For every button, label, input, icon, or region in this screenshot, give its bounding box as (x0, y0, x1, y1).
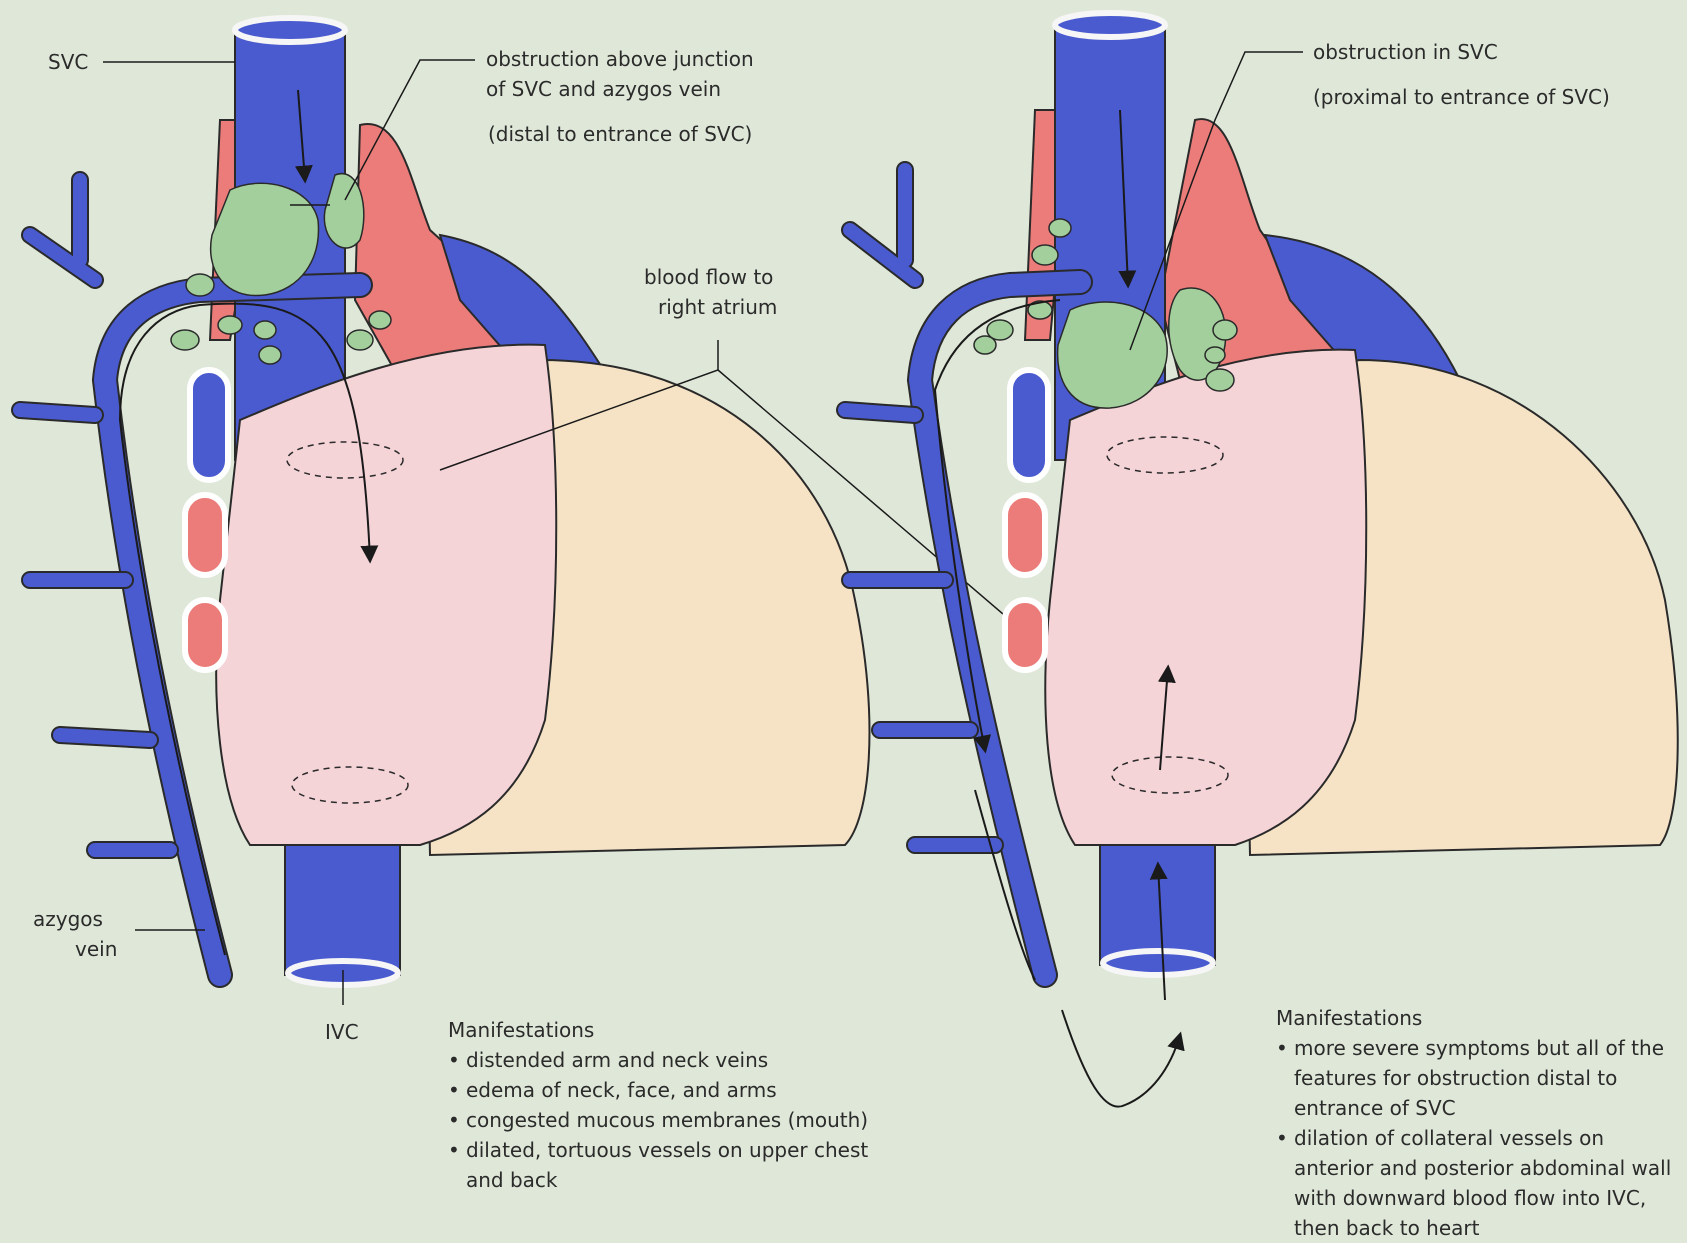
right-atrium-r (1045, 350, 1366, 845)
bronchi-rings (185, 370, 228, 670)
azygos-label-2: vein (75, 935, 117, 964)
manifestation-item: dilated, tortuous vessels on upper chest… (448, 1135, 886, 1195)
right-heart-diagram (845, 13, 1678, 1107)
manifestations-right-title: Manifestations (1276, 1003, 1674, 1033)
obstruction-note-left: (distal to entrance of SVC) (488, 120, 752, 149)
svc-label: SVC (48, 48, 88, 77)
manifestations-left-title: Manifestations (448, 1015, 886, 1045)
right-atrium (216, 345, 556, 845)
ivc-opening-r (1103, 951, 1213, 975)
obstruction-label-left-1: obstruction above junction (486, 45, 754, 74)
obstruction-label-left-2: of SVC and azygos vein (486, 75, 721, 104)
ivc-vessel-r (1100, 845, 1215, 965)
manifestations-right: Manifestations more severe symptoms but … (1276, 1003, 1674, 1243)
manifestations-left: Manifestations distended arm and neck ve… (448, 1015, 886, 1195)
manifestation-item: distended arm and neck veins (448, 1045, 886, 1075)
ivc-label: IVC (325, 1018, 359, 1047)
manifestation-item: dilation of collateral vessels on anteri… (1276, 1123, 1674, 1243)
obstruction-note-right: (proximal to entrance of SVC) (1313, 83, 1610, 112)
bronchi-rings-r (1005, 370, 1048, 670)
svc-opening (235, 18, 345, 42)
svc-opening-r (1055, 13, 1165, 37)
obstruction-label-right: obstruction in SVC (1313, 38, 1498, 67)
blood-flow-label-1: blood flow to (644, 263, 773, 292)
manifestation-item: congested mucous membranes (mouth) (448, 1105, 886, 1135)
ivc-vessel (285, 845, 400, 975)
azygos-vein-r (845, 170, 1080, 975)
azygos-label-1: azygos (33, 905, 103, 934)
blood-flow-label-2: right atrium (658, 293, 777, 322)
left-heart-diagram (20, 18, 1080, 1005)
manifestation-item: edema of neck, face, and arms (448, 1075, 886, 1105)
manifestation-item: more severe symptoms but all of the feat… (1276, 1033, 1674, 1123)
